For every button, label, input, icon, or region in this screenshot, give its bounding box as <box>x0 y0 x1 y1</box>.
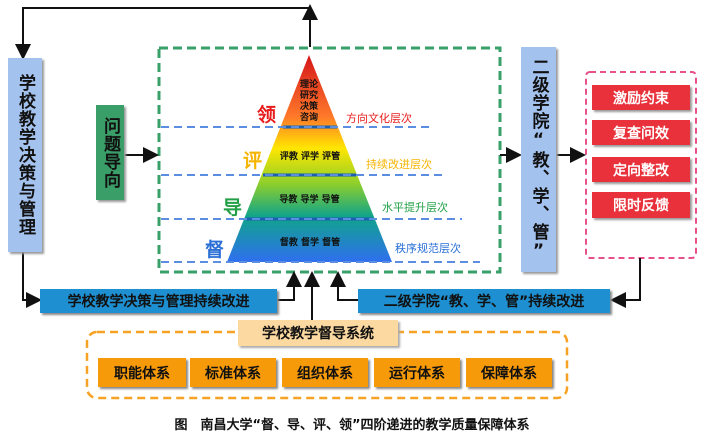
level-supervise-content: 督教 督学 督管 <box>279 238 341 248</box>
system-function: 职能体系 <box>98 358 186 387</box>
problem-oriented-box: 问题导向 <box>96 105 124 200</box>
level-lead-content: 理论 研究 决策 咨询 <box>290 80 328 124</box>
lead-item: 咨询 <box>299 113 318 123</box>
college-improvement-bar: 二级学院“教、学、管”持续改进 <box>358 289 610 313</box>
level-key-guide: 导 <box>223 197 243 219</box>
arrow-rightbar-up <box>330 271 358 301</box>
level-guide-content: 导教 导学 导管 <box>279 195 340 205</box>
system-operation: 运行体系 <box>374 358 460 387</box>
action-feedback: 限时反馈 <box>592 192 690 218</box>
school-improvement-bar: 学校教学决策与管理持续改进 <box>40 289 277 313</box>
layer-label-direction: 方向文化层次 <box>346 112 412 125</box>
lead-item: 研究 <box>299 91 318 101</box>
pyramid-frame <box>157 46 502 274</box>
level-dashed-lines <box>161 126 480 263</box>
school-decision-management-box: 学校教学决策与管理 <box>8 58 42 252</box>
college-box: 二级学院“教、学、管” <box>521 47 556 272</box>
level-evaluate-content: 评教 评学 评管 <box>279 152 341 162</box>
arrow-leftbar-up <box>277 271 302 301</box>
layer-label-order: 秩序规范层次 <box>395 242 461 255</box>
arrow-left-to-bar <box>22 252 42 308</box>
system-organization: 组织体系 <box>282 358 368 387</box>
supervision-frame <box>85 330 569 400</box>
action-rectify: 定向整改 <box>592 157 690 182</box>
level-key-lead: 领 <box>257 104 277 126</box>
lead-item: 理论 <box>299 80 318 90</box>
level-key-supervise: 督 <box>205 239 225 261</box>
figure-caption: 图 南昌大学“督、导、评、领”四阶递进的教学质量保障体系 <box>174 418 530 433</box>
system-standard: 标准体系 <box>190 358 276 387</box>
feedback-arrow-to-left <box>15 7 310 60</box>
supervision-system-title: 学校教学督导系统 <box>238 320 398 346</box>
layer-label-improvement: 持续改进层次 <box>366 158 432 171</box>
layer-label-level: 水平提升层次 <box>382 201 448 214</box>
lead-item: 决策 <box>299 102 318 112</box>
pyramid <box>227 55 392 262</box>
system-guarantee: 保障体系 <box>466 358 552 387</box>
action-incentive: 激励约束 <box>592 85 690 110</box>
arrow-actions-to-bar <box>610 258 641 308</box>
level-key-evaluate: 评 <box>243 150 263 172</box>
action-review: 复查问效 <box>592 120 690 145</box>
